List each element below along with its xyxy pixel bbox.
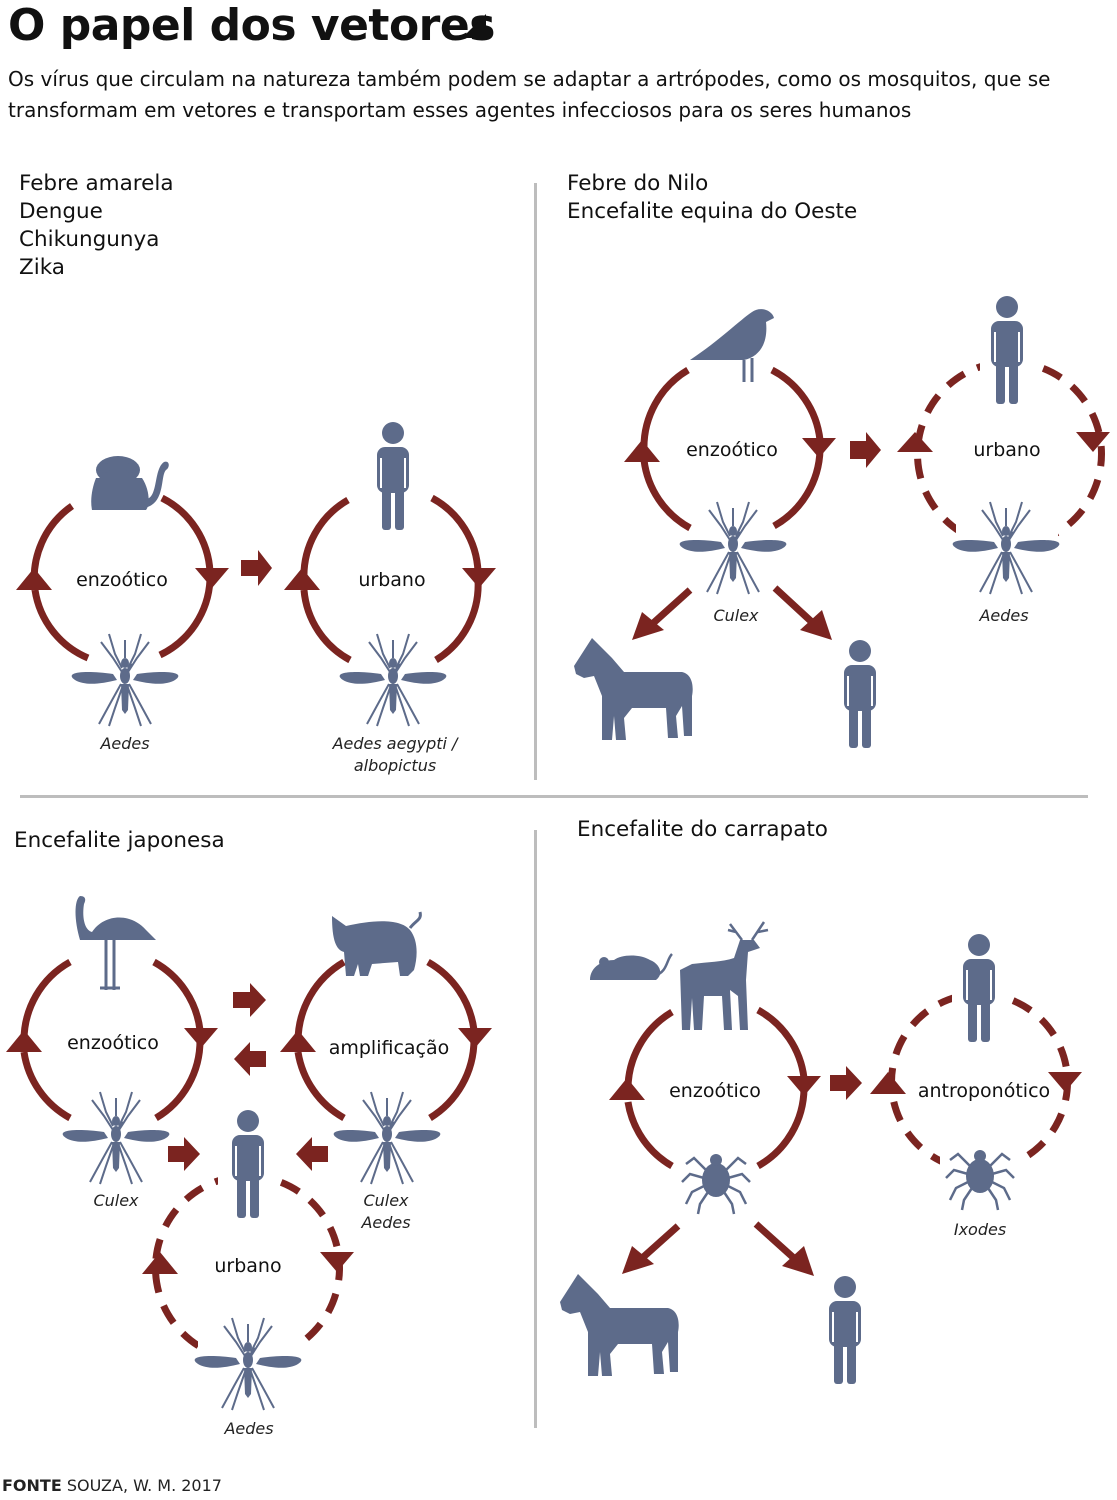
mosquito-icon bbox=[332, 1091, 442, 1185]
deer-icon bbox=[680, 921, 769, 1030]
cycle-arrowhead bbox=[802, 438, 836, 458]
rodent-icon bbox=[590, 953, 673, 980]
transfer-arrow bbox=[830, 1066, 862, 1100]
cycle-arrowhead bbox=[16, 568, 52, 590]
panel-4-diagram bbox=[560, 921, 1082, 1385]
source-note: FONTE SOUZA, W. M. 2017 bbox=[2, 1476, 222, 1495]
mosquito-icon bbox=[61, 1091, 171, 1185]
cycle-label: urbano bbox=[214, 1255, 281, 1277]
source-text: SOUZA, W. M. 2017 bbox=[66, 1476, 222, 1495]
pig-icon bbox=[332, 911, 422, 976]
vertical-divider-bottom bbox=[534, 830, 537, 1428]
subtitle: Os vírus que circulam na natureza também… bbox=[8, 67, 1051, 122]
panel-1-diagram bbox=[16, 421, 496, 727]
vector-label: Culex bbox=[93, 1191, 139, 1210]
cycle-arrowhead bbox=[320, 1252, 354, 1272]
cycle-arrowhead bbox=[609, 1078, 645, 1100]
cycle-arrowhead bbox=[870, 1072, 906, 1094]
cycle-label: enzoótico bbox=[686, 439, 778, 461]
vector-label: Ixodes bbox=[954, 1220, 1006, 1239]
cycle-label: urbano bbox=[973, 439, 1040, 461]
vector-label: Culex bbox=[363, 1191, 409, 1210]
heron-icon bbox=[75, 896, 156, 990]
horizontal-divider bbox=[20, 795, 1088, 798]
spread-arrowhead bbox=[632, 612, 664, 640]
enzootic-cycle-ring bbox=[20, 958, 204, 1122]
monkey-icon bbox=[91, 456, 169, 510]
panel-1-title: Febre amarela Dengue Chikungunya Zika bbox=[19, 171, 174, 280]
panel-2-diagram bbox=[574, 290, 1110, 749]
transfer-arrow bbox=[241, 550, 272, 586]
bird-icon bbox=[690, 309, 774, 382]
vector-label: Aedes bbox=[223, 1419, 273, 1438]
vector-label: albopictus bbox=[354, 756, 436, 775]
spread-arrowhead bbox=[622, 1246, 654, 1274]
spread-arrowhead bbox=[800, 610, 832, 640]
vertical-divider-top bbox=[534, 183, 537, 780]
human-icon bbox=[376, 421, 410, 531]
human-icon bbox=[843, 639, 877, 749]
vector-label: Aedes aegypti / bbox=[332, 734, 459, 753]
spread-arrowhead bbox=[782, 1246, 814, 1276]
transfer-arrow bbox=[296, 1137, 328, 1171]
transfer-arrow bbox=[233, 983, 266, 1017]
transfer-arrow bbox=[850, 432, 881, 468]
cycle-arrowhead bbox=[280, 1030, 316, 1052]
mosquito-icon bbox=[70, 633, 180, 727]
transfer-arrow bbox=[234, 1042, 266, 1076]
horse-icon bbox=[560, 1274, 679, 1376]
cycle-label: enzoótico bbox=[67, 1032, 159, 1054]
panel-3-title: Encefalite japonesa bbox=[14, 828, 225, 853]
cycle-arrowhead bbox=[1048, 1072, 1082, 1092]
source-label: FONTE bbox=[2, 1476, 62, 1495]
vector-label: Culex bbox=[713, 606, 759, 625]
cycle-arrowhead bbox=[284, 568, 320, 590]
vector-label: Aedes bbox=[360, 1213, 410, 1232]
transfer-arrow bbox=[168, 1137, 200, 1171]
spread-arrow bbox=[647, 587, 693, 629]
cycle-label: urbano bbox=[358, 569, 425, 591]
cycle-arrowhead bbox=[897, 432, 933, 452]
cycle-arrowhead bbox=[462, 568, 496, 588]
vector-label: Aedes bbox=[978, 606, 1028, 625]
horse-icon bbox=[574, 638, 693, 740]
enzootic-cycle-ring bbox=[640, 366, 824, 532]
panel-3-diagram bbox=[6, 896, 492, 1411]
spread-arrow bbox=[753, 1221, 799, 1263]
cycle-label: enzoótico bbox=[76, 569, 168, 591]
cycle-label: antroponótico bbox=[918, 1080, 1050, 1102]
cycle-arrowhead bbox=[458, 1028, 492, 1048]
cycle-label: enzoótico bbox=[669, 1080, 761, 1102]
cycle-label: amplificação bbox=[329, 1037, 450, 1059]
spread-arrow bbox=[637, 1223, 681, 1263]
human-icon bbox=[828, 1275, 862, 1385]
urban-cycle-ring bbox=[300, 494, 482, 664]
cycle-arrowhead bbox=[1076, 432, 1110, 452]
spread-arrow bbox=[772, 585, 817, 627]
cycle-arrowhead bbox=[624, 440, 660, 462]
tick-icon bbox=[680, 1152, 752, 1216]
mosquito-icon bbox=[338, 633, 448, 727]
vector-label: Aedes bbox=[99, 734, 149, 753]
cycle-arrowhead bbox=[184, 1028, 218, 1048]
cycle-arrowhead bbox=[787, 1076, 821, 1096]
panel-2-title: Febre do Nilo Encefalite equina do Oeste bbox=[567, 171, 858, 224]
cycle-arrowhead bbox=[195, 568, 229, 588]
page-title: O papel dos vetores bbox=[8, 0, 495, 51]
panel-4-title: Encefalite do carrapato bbox=[577, 817, 828, 842]
cycle-arrowhead bbox=[142, 1252, 178, 1274]
cycle-arrowhead bbox=[6, 1030, 42, 1052]
title-triangle-icon bbox=[462, 14, 486, 38]
mosquito-icon bbox=[678, 501, 788, 595]
